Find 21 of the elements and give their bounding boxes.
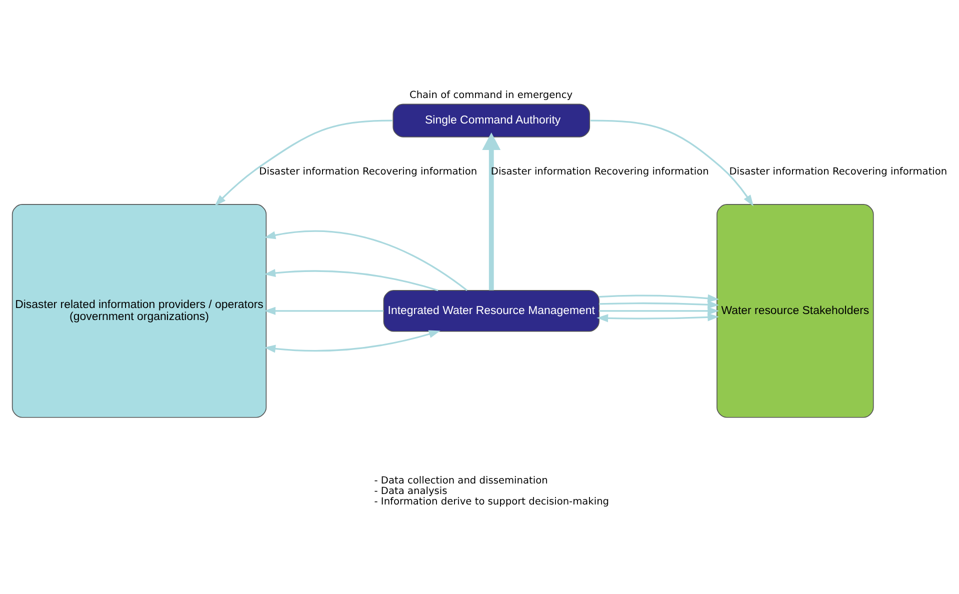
node-label: Chain of command in emergency: [409, 90, 573, 102]
node-label: - Data collection and dissemination: [374, 475, 548, 486]
arrow: [482, 132, 501, 290]
arrow: [264, 330, 440, 353]
arrow: [590, 120, 754, 206]
node-box: Disaster related information providers / operators (government organizations): [12, 204, 267, 418]
arrow: [214, 120, 392, 206]
arrow: [264, 269, 438, 292]
arrow: [599, 300, 720, 309]
node-box: Integrated Water Resource Management: [383, 290, 600, 332]
edge-label: Disaster information Recovering information: [259, 166, 478, 178]
node-label: - Data analysis: [374, 486, 448, 498]
edge-label: Disaster information Recovering information: [729, 166, 948, 178]
node-label: - Information derive to support decision-making: [374, 496, 610, 508]
arrow: [264, 306, 384, 315]
arrow: [264, 230, 468, 291]
edge-label: Disaster information Recovering information: [490, 166, 709, 178]
arrow: [596, 313, 720, 322]
arrow: [599, 294, 720, 302]
node-box: Water resource Stakeholders: [716, 204, 874, 418]
arrow: [599, 306, 720, 315]
